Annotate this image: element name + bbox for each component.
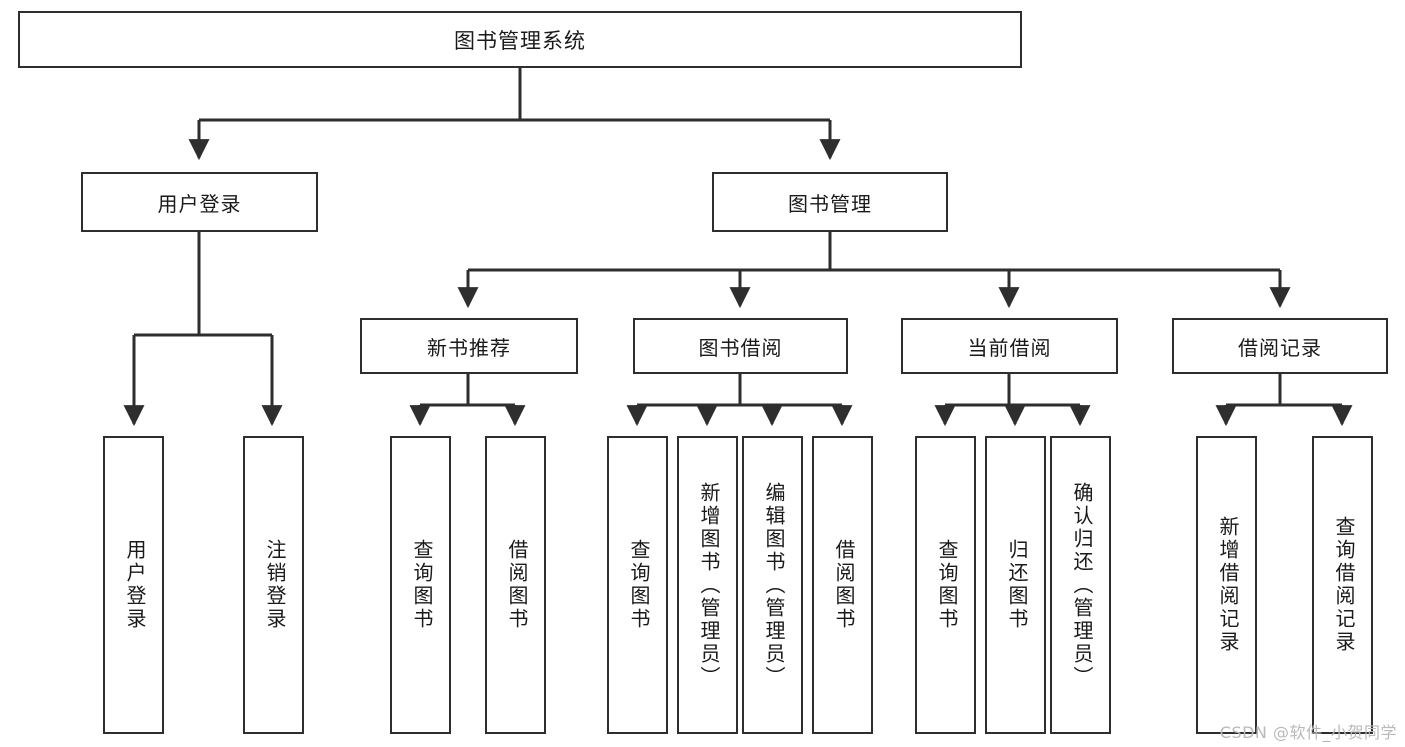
node-leaf-query-book-rec-label: 查询图书: [410, 539, 432, 631]
node-root-label: 图书管理系统: [454, 29, 586, 53]
node-root[interactable]: 图书管理系统: [18, 11, 1022, 68]
node-new-book-rec[interactable]: 新书推荐: [360, 318, 578, 374]
node-current-borrow-label: 当前借阅: [967, 337, 1052, 360]
node-leaf-borrow-book-rec-label: 借阅图书: [505, 539, 527, 631]
node-borrow-record-label: 借阅记录: [1238, 337, 1322, 360]
node-leaf-borrow-book-label: 借阅图书: [832, 539, 854, 631]
node-book-manage[interactable]: 图书管理: [712, 172, 948, 232]
node-leaf-return-book-label: 归还图书: [1005, 539, 1027, 631]
node-leaf-borrow-book[interactable]: 借阅图书: [812, 436, 873, 734]
node-leaf-user-login[interactable]: 用户登录: [103, 436, 164, 734]
node-leaf-user-logout[interactable]: 注销登录: [243, 436, 304, 734]
node-leaf-confirm-return-label: 确认归还（管理员）: [1070, 481, 1092, 689]
node-book-manage-label: 图书管理: [788, 193, 872, 216]
node-leaf-add-record-label: 新增借阅记录: [1216, 516, 1238, 654]
node-leaf-query-record-label: 查询借阅记录: [1332, 516, 1354, 654]
node-leaf-edit-book-label: 编辑图书（管理员）: [762, 481, 784, 689]
node-user-login-label: 用户登录: [157, 193, 242, 216]
node-leaf-query-book-label: 查询图书: [627, 539, 649, 631]
node-leaf-edit-book[interactable]: 编辑图书（管理员）: [742, 436, 803, 734]
node-leaf-user-login-label: 用户登录: [123, 539, 145, 631]
node-leaf-query-book-cur-label: 查询图书: [935, 539, 957, 631]
node-leaf-confirm-return[interactable]: 确认归还（管理员）: [1050, 436, 1111, 734]
node-new-book-rec-label: 新书推荐: [427, 337, 511, 360]
node-leaf-return-book[interactable]: 归还图书: [985, 436, 1046, 734]
node-borrow-record[interactable]: 借阅记录: [1172, 318, 1388, 374]
node-leaf-query-book-cur[interactable]: 查询图书: [915, 436, 976, 734]
node-leaf-add-record[interactable]: 新增借阅记录: [1196, 436, 1257, 734]
node-leaf-add-book[interactable]: 新增图书（管理员）: [677, 436, 738, 734]
node-book-borrow[interactable]: 图书借阅: [633, 318, 848, 374]
node-leaf-query-book[interactable]: 查询图书: [607, 436, 668, 734]
node-book-borrow-label: 图书借阅: [698, 337, 783, 360]
node-leaf-add-book-label: 新增图书（管理员）: [697, 481, 719, 689]
watermark-text: CSDN @软件_小贺同学: [1219, 723, 1397, 742]
node-leaf-query-record[interactable]: 查询借阅记录: [1312, 436, 1373, 734]
node-leaf-query-book-rec[interactable]: 查询图书: [390, 436, 451, 734]
node-current-borrow[interactable]: 当前借阅: [901, 318, 1118, 374]
node-leaf-borrow-book-rec[interactable]: 借阅图书: [485, 436, 546, 734]
node-user-login[interactable]: 用户登录: [81, 172, 318, 232]
node-leaf-user-logout-label: 注销登录: [263, 539, 285, 631]
